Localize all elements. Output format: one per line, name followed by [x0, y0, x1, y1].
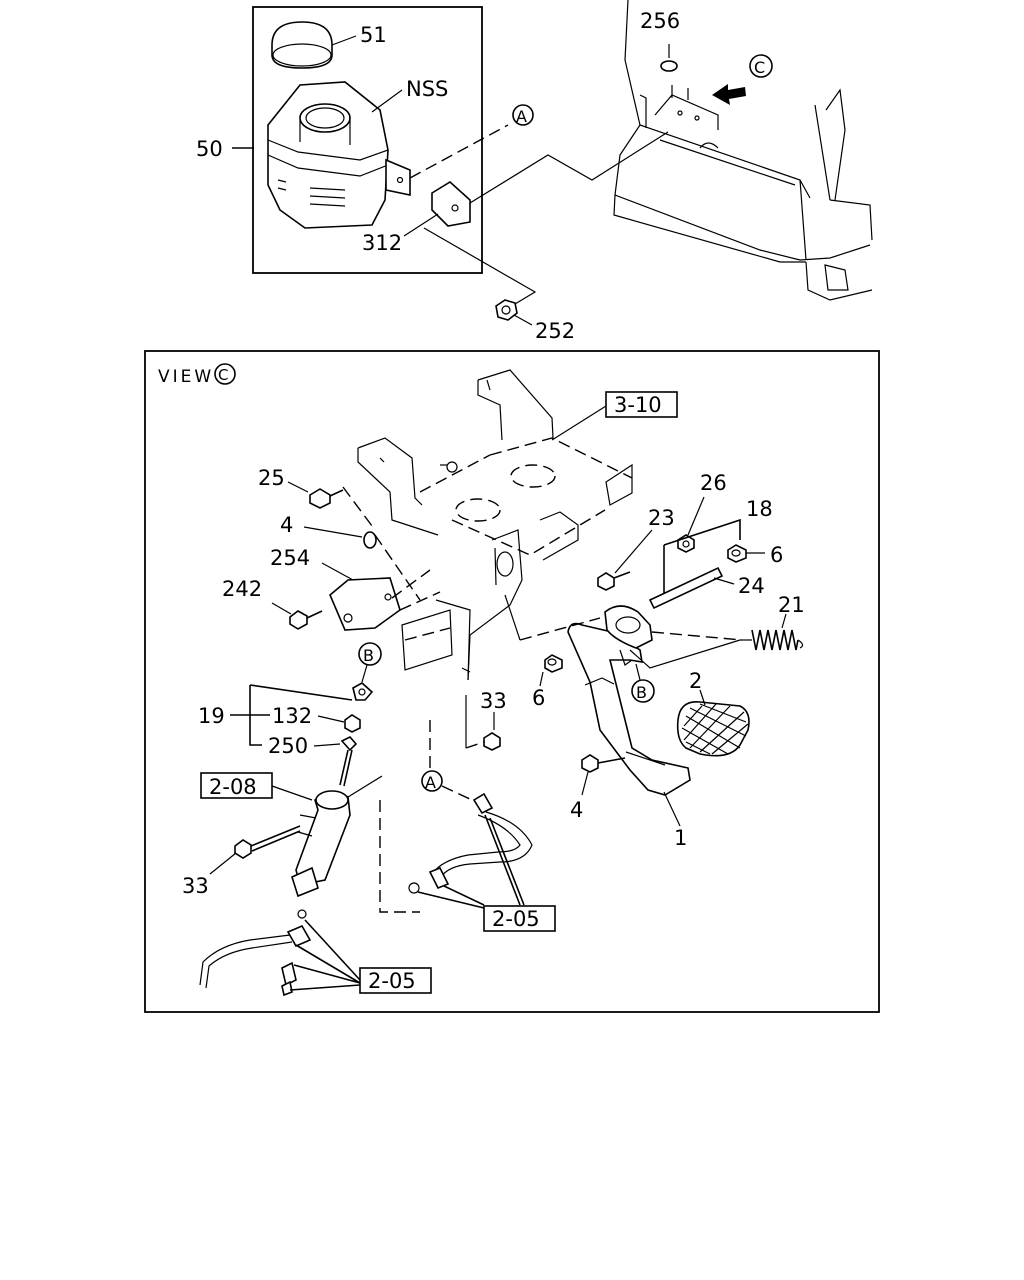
hex-nut	[495, 299, 518, 321]
callout-25: 25	[258, 466, 285, 490]
circle-ref-b-left-letter: B	[363, 646, 374, 665]
callout-51: 51	[360, 23, 387, 47]
pedal-support-bracket	[357, 369, 633, 681]
callout-2: 2	[689, 669, 702, 693]
ref-3-10: 3-10	[614, 393, 662, 417]
lock-nut-132	[344, 714, 361, 733]
callout-242: 242	[222, 577, 262, 601]
reservoir-cap	[271, 21, 333, 69]
callout-4-upper: 4	[280, 513, 293, 537]
return-spring	[740, 629, 804, 651]
callout-23: 23	[648, 506, 675, 530]
bracket-254	[329, 577, 401, 631]
circle-ref-a-top-letter: A	[516, 107, 527, 126]
callout-26: 26	[700, 471, 727, 495]
circle-ref-c-top-letter: C	[754, 58, 765, 77]
reservoir-tank	[267, 81, 411, 229]
clutch-master-cylinder	[291, 775, 383, 898]
stud-bolt	[440, 461, 458, 473]
bolt-25	[309, 488, 344, 509]
callout-18: 18	[746, 497, 773, 521]
callout-6-center: 6	[532, 686, 545, 710]
pivot-shaft	[648, 566, 724, 610]
view-title: VIEW	[158, 367, 214, 387]
circle-ref-a-lower-letter: A	[425, 773, 436, 792]
view-direction-arrow	[712, 84, 746, 105]
pin-4-upper	[363, 531, 377, 549]
callout-33-center: 33	[480, 689, 507, 713]
callout-252: 252	[535, 319, 575, 343]
callout-19: 19	[198, 704, 225, 728]
circle-ref-b-right	[631, 679, 655, 703]
callout-50: 50	[196, 137, 223, 161]
bolt-242	[289, 610, 323, 630]
bolt-33-center	[465, 732, 501, 751]
mounting-plate	[431, 181, 471, 227]
view-c-frame	[144, 350, 880, 1013]
callout-254: 254	[270, 546, 310, 570]
pin-4-lower	[581, 754, 626, 773]
callout-1: 1	[674, 826, 687, 850]
vehicle-cab-outline	[613, 0, 873, 301]
circle-ref-b-right-letter: B	[636, 683, 647, 702]
callout-24: 24	[738, 574, 765, 598]
circle-ref-c-top	[749, 54, 773, 78]
circle-ref-b-left	[358, 642, 382, 666]
ref-2-05-upper: 2-05	[492, 907, 540, 931]
view-title-letter-c: C	[218, 366, 228, 384]
clutch-hose	[408, 792, 533, 894]
callout-312: 312	[362, 231, 402, 255]
ref-2-05-lower: 2-05	[368, 969, 416, 993]
callout-nss: NSS	[406, 77, 448, 101]
callout-4-lower: 4	[570, 798, 583, 822]
clutch-pedal-arm	[567, 605, 691, 796]
callout-6-right: 6	[770, 543, 783, 567]
view-title-circle-c	[214, 363, 236, 385]
bolt-23	[597, 571, 631, 591]
callout-21: 21	[778, 593, 805, 617]
clevis-yoke	[352, 682, 374, 701]
circle-ref-a-lower	[421, 770, 443, 792]
grommet	[660, 60, 678, 72]
clutch-pipe	[199, 909, 312, 997]
pedal-pad	[676, 701, 750, 757]
circle-ref-a-top	[512, 104, 534, 126]
callout-33-left: 33	[182, 874, 209, 898]
bolt-33-left	[234, 825, 301, 859]
callout-256: 256	[640, 9, 680, 33]
callout-132: 132	[272, 704, 312, 728]
ref-2-08: 2-08	[209, 775, 257, 799]
push-rod-250	[339, 736, 358, 787]
reservoir-detail-frame	[252, 6, 483, 274]
bushing-6-center	[544, 654, 563, 673]
callout-250: 250	[268, 734, 308, 758]
bushing-6-right	[727, 544, 747, 563]
